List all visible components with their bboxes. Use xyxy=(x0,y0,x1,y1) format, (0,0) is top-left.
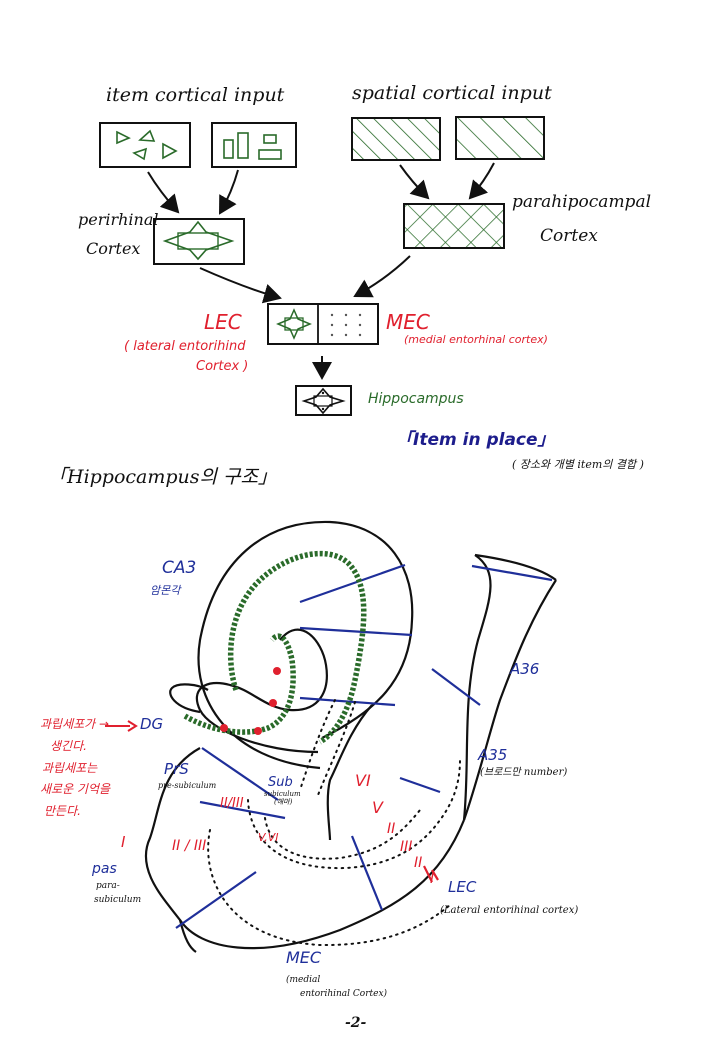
lec-anatomy-full: (Lateral entorihinal cortex) xyxy=(440,905,579,916)
lec-full-label-2: Cortex ) xyxy=(196,359,249,374)
hippocampus-box xyxy=(295,385,352,416)
layer-label-II-III-left: II / III xyxy=(172,838,207,854)
presubiculum-sub-label: pre-subiculum xyxy=(158,781,217,790)
parasubiculum-sub-label-2: subiculum xyxy=(94,895,142,905)
hippocampal-formation-outline xyxy=(144,520,557,953)
subiculum-label: Sub xyxy=(268,775,293,790)
presubiculum-label: PrS xyxy=(164,760,189,778)
perirhinal-cortex-label: Cortex xyxy=(86,239,141,258)
dg-note-line-5: 만든다. xyxy=(44,804,81,818)
dg-note-line-2: 생긴다. xyxy=(50,739,87,753)
layer-label-II-lower: II xyxy=(414,855,423,871)
page-number: -2- xyxy=(345,1015,367,1031)
dg-note-line-1: 과립세포가 → xyxy=(40,717,110,731)
parahippocampal-cortex-label: Cortex xyxy=(540,226,598,246)
a35-note: (브로드만 number) xyxy=(480,767,568,778)
layer-label-III: III xyxy=(400,839,413,855)
dg-note-line-3: 과립세포는 xyxy=(42,761,98,775)
item-in-place-note: ( 장소와 개별 item의 결합 ) xyxy=(512,458,644,471)
entorhinal-box xyxy=(267,303,379,345)
parahippocampal-label: parahipocampal xyxy=(512,192,652,212)
mec-label: MEC xyxy=(386,310,430,334)
hippocampus-label: Hippocampus xyxy=(368,391,464,407)
spatial-input-label: spatial cortical input xyxy=(352,82,552,104)
parasubiculum-label: pas xyxy=(92,861,117,877)
region-boundaries xyxy=(175,563,553,929)
dg-arrow xyxy=(105,720,138,732)
parasubiculum-sub-label-1: para- xyxy=(96,881,120,891)
layer-label-VI: VI xyxy=(355,771,371,790)
layer-dotted-lines xyxy=(207,699,461,947)
a36-label: A36 xyxy=(510,660,540,678)
item-box-triangles xyxy=(99,122,191,168)
layer-label-I: I xyxy=(121,833,126,851)
layer-label-V-VI-mid: V,VI xyxy=(258,831,279,844)
layer-label-II-upper: II xyxy=(387,821,396,837)
granule-cells xyxy=(220,667,281,735)
perirhinal-box xyxy=(153,218,245,265)
parahippocampal-box xyxy=(403,203,505,249)
spatial-box-wide-hatch xyxy=(455,116,545,160)
lec-anatomy-label: LEC xyxy=(448,878,477,896)
ca3-pyramidal-band xyxy=(227,550,367,745)
mec-anatomy-label: MEC xyxy=(286,948,322,967)
perirhinal-label: perirhinal xyxy=(78,210,159,229)
a35-label: A35 xyxy=(478,746,508,764)
mec-anatomy-full-2: entorihinal Cortex) xyxy=(300,989,388,999)
layer-label-V: V xyxy=(372,798,383,817)
item-input-label: item cortical input xyxy=(106,84,285,106)
section-title: 「Hippocampus의 구조」 xyxy=(48,466,278,488)
lec-label: LEC xyxy=(204,310,242,334)
subiculum-sub-label-2: (해마) xyxy=(274,798,293,806)
ca3-label: CA3 xyxy=(162,558,197,578)
subiculum-sub-label-1: subiculum xyxy=(264,790,301,798)
item-in-place-label: 「Item in place」 xyxy=(396,430,555,450)
item-box-rectangles xyxy=(211,122,297,168)
ca3-korean-label: 암몬각 xyxy=(150,584,181,597)
layer-label-I-lower: I xyxy=(430,871,435,887)
spatial-box-dense-hatch xyxy=(351,117,441,161)
lec-full-label-1: ( lateral entorihind xyxy=(124,339,246,354)
layer-label-II-III-mid: II/III xyxy=(220,796,244,811)
dg-label: DG xyxy=(140,715,164,733)
mec-full-label: (medial entorhinal cortex) xyxy=(404,333,548,346)
mec-anatomy-full-1: (medial xyxy=(286,975,321,985)
layer-ticks xyxy=(423,865,439,883)
dg-note-line-4: 새로운 기억을 xyxy=(40,782,111,796)
